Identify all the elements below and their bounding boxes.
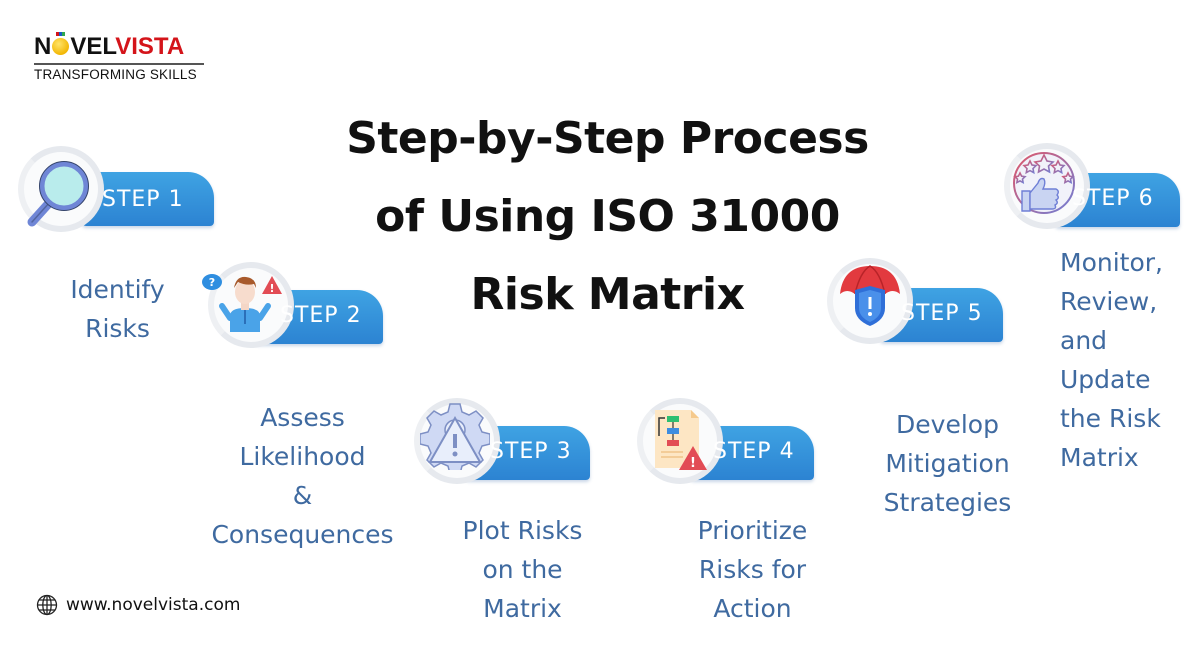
step-5-badge: STEP 5 (825, 258, 1010, 344)
desc-line: Identify (70, 275, 165, 304)
logo-letter-n: N (34, 33, 52, 60)
step-badge-pill (82, 172, 214, 226)
desc-line: Matrix (483, 594, 562, 623)
novelvista-logo: N VELVISTA TRANSFORMING SKILLS (34, 32, 214, 82)
website-link[interactable]: www.novelvista.com (66, 595, 241, 615)
step-4-description: Prioritize Risks for Action (680, 511, 825, 628)
step-6-badge: STEP 6 (1000, 143, 1195, 229)
logo-wordmark: N VELVISTA (34, 32, 214, 60)
step-2-badge: ? ! STEP 2 (200, 262, 390, 348)
step-3-label: STEP 3 (490, 439, 572, 464)
title-line-3: Risk Matrix (470, 269, 745, 320)
desc-line: Prioritize (697, 516, 808, 545)
svg-text:!: ! (269, 282, 274, 295)
title-line-2: of Using ISO 31000 (375, 191, 840, 242)
footer: www.novelvista.com (36, 594, 240, 616)
desc-line: Risks (85, 314, 150, 343)
logo-text-vel: VEL (70, 33, 116, 60)
thumbs-up-stars-icon (1013, 152, 1075, 214)
step-2-label: STEP 2 (280, 303, 362, 328)
logo-text-vista: VISTA (115, 33, 185, 60)
desc-line: Likelihood (239, 442, 366, 471)
desc-line: Strategies (883, 488, 1012, 517)
desc-line: Mitigation (885, 449, 1010, 478)
step-4-label: STEP 4 (713, 439, 795, 464)
step-1-label: STEP 1 (102, 187, 184, 212)
flowchart-document-warning-icon: ! (655, 410, 707, 471)
step-4-badge: ! STEP 4 (635, 398, 820, 484)
desc-line: Matrix (1060, 443, 1139, 472)
desc-line: Monitor, (1060, 248, 1163, 277)
desc-line: and (1060, 326, 1108, 355)
desc-line: Risks for (698, 555, 807, 584)
step-1-badge: STEP 1 (12, 140, 214, 232)
step-5-description: Develop Mitigation Strategies (870, 405, 1025, 522)
logo-divider (34, 63, 204, 65)
page-title: Step-by-Step Process of Using ISO 31000 … (300, 100, 915, 334)
desc-line: Develop (896, 410, 999, 439)
desc-line: Consequences (211, 520, 394, 549)
desc-line: Action (713, 594, 792, 623)
svg-text:?: ? (209, 276, 215, 289)
umbrella-shield-icon (840, 265, 900, 326)
step-1-description: Identify Risks (55, 270, 180, 348)
step-6-label: STEP 6 (1072, 186, 1154, 211)
desc-line: Update (1060, 365, 1151, 394)
globe-icon (36, 594, 58, 616)
desc-line: Review, (1060, 287, 1158, 316)
desc-line: & (292, 481, 313, 510)
gear-warning-icon (420, 403, 490, 470)
svg-text:!: ! (690, 456, 696, 471)
logo-bulb-icon (52, 32, 70, 55)
desc-line: Assess (260, 403, 345, 432)
step-2-description: Assess Likelihood & Consequences (195, 398, 410, 554)
logo-tagline: TRANSFORMING SKILLS (34, 67, 197, 82)
step-6-description: Monitor, Review, and Update the Risk Mat… (1060, 243, 1190, 477)
desc-line: the Risk (1060, 404, 1161, 433)
magnifying-glass-icon (27, 161, 89, 227)
step-3-description: Plot Risks on the Matrix (450, 511, 595, 628)
title-line-1: Step-by-Step Process (346, 113, 869, 164)
step-3-badge: STEP 3 (410, 398, 595, 484)
step-5-label: STEP 5 (901, 301, 983, 326)
desc-line: Plot Risks (462, 516, 583, 545)
desc-line: on the (482, 555, 563, 584)
confused-person-warning-icon: ? ! (202, 274, 282, 332)
